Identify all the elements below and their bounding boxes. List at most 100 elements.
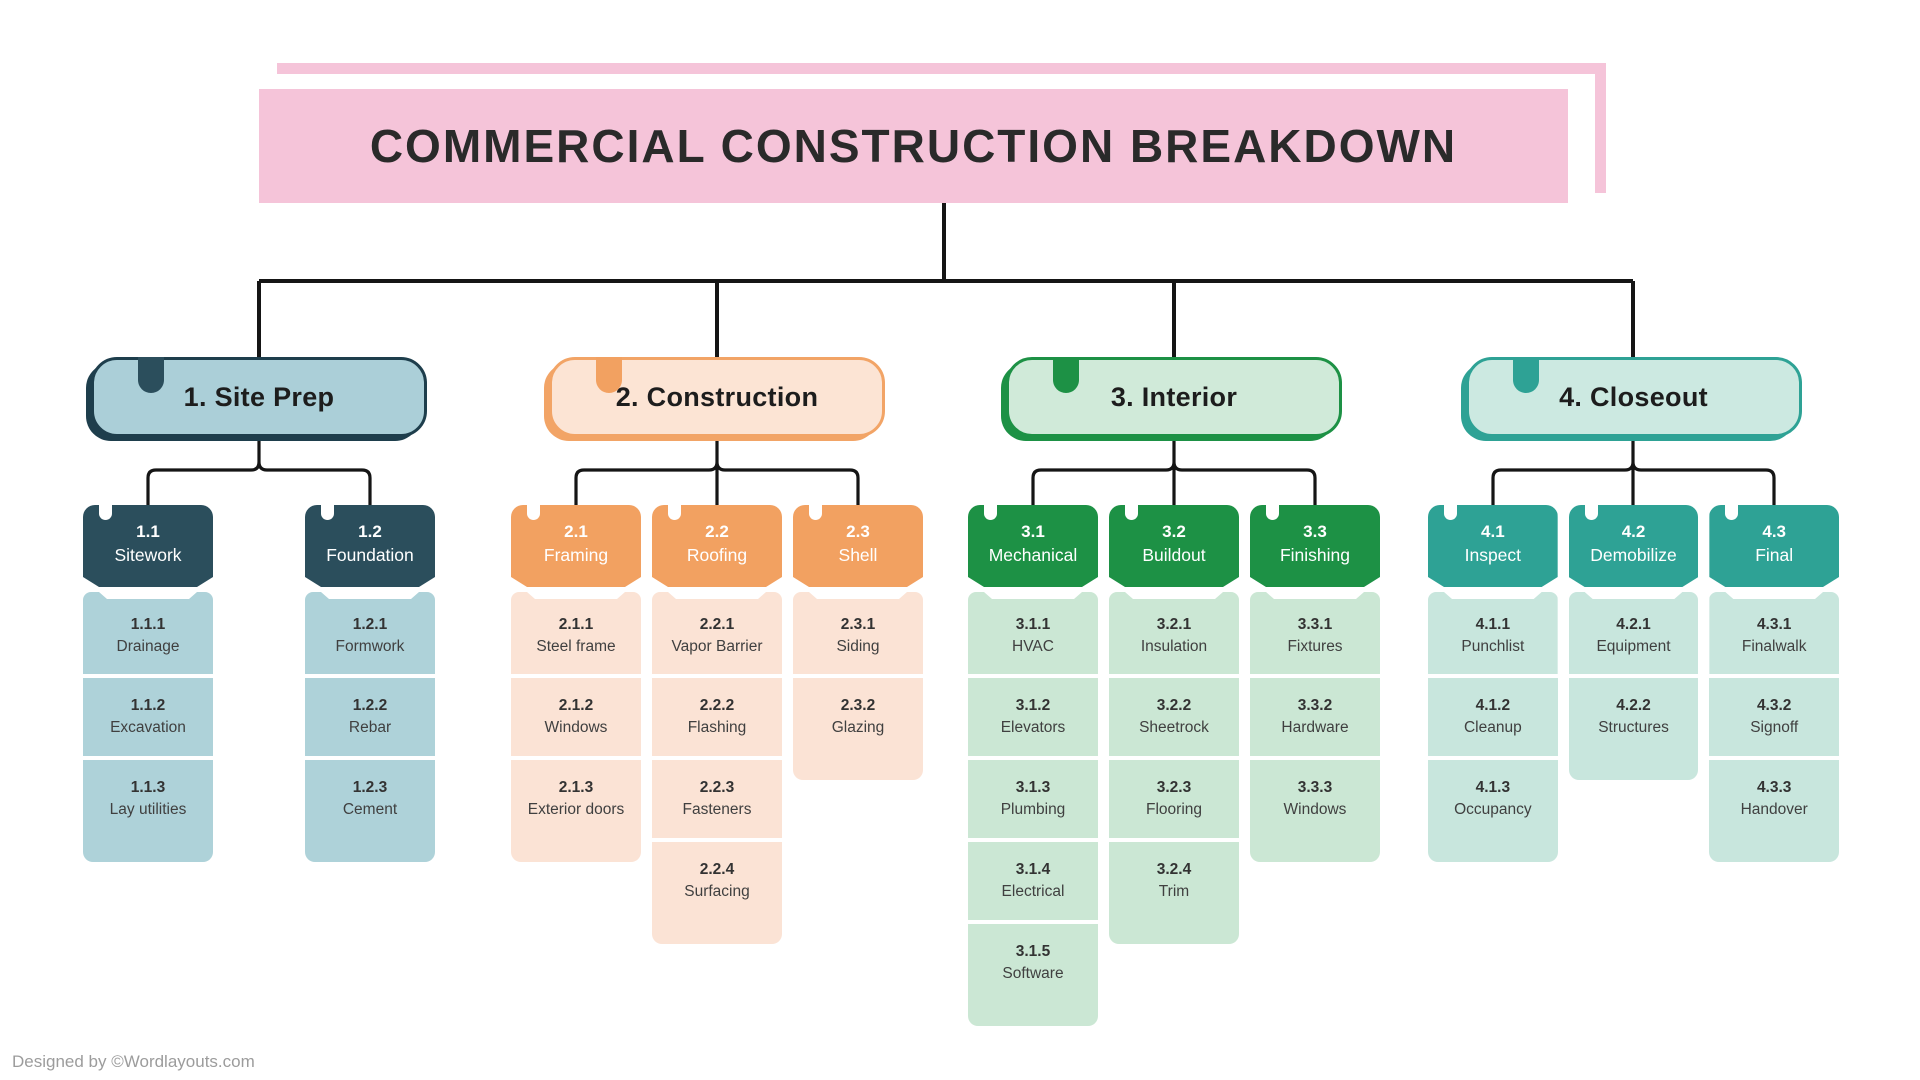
group-header: 4.3 Final bbox=[1709, 505, 1839, 587]
punch-hole-icon bbox=[321, 505, 334, 520]
punch-hole-icon bbox=[1266, 505, 1279, 520]
group-header: 3.3 Finishing bbox=[1250, 505, 1380, 587]
task-cell: 3.3.2 Hardware bbox=[1250, 678, 1380, 756]
punch-hole-icon bbox=[984, 505, 997, 520]
task-code: 4.3.1 bbox=[1756, 616, 1792, 633]
task-code: 1.1.2 bbox=[130, 697, 166, 714]
task-name: Occupancy bbox=[1454, 801, 1532, 818]
task-name: Formwork bbox=[335, 638, 405, 655]
task-cells: 2.2.1 Vapor Barrier 2.2.2 Flashing 2.2.3… bbox=[652, 592, 782, 944]
task-cell: 4.1.2 Cleanup bbox=[1428, 678, 1558, 756]
task-name: Hardware bbox=[1281, 719, 1349, 736]
group-header: 4.1 Inspect bbox=[1428, 505, 1558, 587]
wbs-group-column: 1.1 Sitework 1.1.1 Drainage 1.1.2 Excava… bbox=[83, 505, 213, 862]
task-name: Rebar bbox=[348, 719, 392, 736]
branch-columns: 2.1 Framing 2.1.1 Steel frame 2.1.2 Wind… bbox=[511, 505, 923, 944]
task-name: Drainage bbox=[116, 638, 180, 655]
task-cell: 3.1.4 Electrical bbox=[968, 842, 1098, 920]
title-banner: COMMERCIAL CONSTRUCTION BREAKDOWN bbox=[259, 89, 1568, 203]
group-name: Inspect bbox=[1464, 545, 1522, 565]
task-name: Equipment bbox=[1596, 638, 1671, 655]
task-cells: 4.1.1 Punchlist 4.1.2 Cleanup 4.1.3 Occu… bbox=[1428, 592, 1558, 862]
task-code: 4.3.3 bbox=[1756, 779, 1792, 796]
task-code: 3.1.5 bbox=[1015, 943, 1051, 960]
task-cells: 4.3.1 Finalwalk 4.3.2 Signoff 4.3.3 Hand… bbox=[1709, 592, 1840, 862]
task-cell: 1.2.2 Rebar bbox=[305, 678, 435, 756]
bookmark-tab-icon bbox=[1053, 356, 1079, 393]
punch-hole-icon bbox=[1444, 505, 1457, 520]
task-code: 2.2.4 bbox=[699, 861, 735, 878]
task-cell: 3.1.5 Software bbox=[968, 924, 1098, 1026]
credit-text: Designed by ©Wordlayouts.com bbox=[12, 1052, 255, 1071]
task-code: 4.2.1 bbox=[1616, 616, 1651, 633]
task-code: 4.2.2 bbox=[1616, 697, 1651, 714]
task-code: 4.1.2 bbox=[1475, 697, 1511, 714]
group-code: 4.3 bbox=[1762, 522, 1786, 541]
task-name: Elevators bbox=[1000, 719, 1066, 736]
task-cell: 3.2.1 Insulation bbox=[1109, 592, 1239, 674]
task-code: 3.2.2 bbox=[1156, 697, 1192, 714]
task-code: 1.2.2 bbox=[352, 697, 388, 714]
group-code: 4.1 bbox=[1481, 522, 1505, 541]
task-name: Trim bbox=[1158, 883, 1190, 900]
group-name: Buildout bbox=[1142, 545, 1206, 565]
task-name: Fasteners bbox=[682, 801, 752, 818]
group-name: Demobilize bbox=[1590, 545, 1677, 565]
task-code: 4.3.2 bbox=[1756, 697, 1792, 714]
task-cell: 4.3.3 Handover bbox=[1709, 760, 1840, 862]
task-code: 2.1.2 bbox=[558, 697, 594, 714]
punch-hole-icon bbox=[527, 505, 540, 520]
task-cell: 2.2.4 Surfacing bbox=[652, 842, 782, 944]
punch-hole-icon bbox=[99, 505, 112, 520]
task-cell: 2.3.2 Glazing bbox=[793, 678, 923, 780]
task-name: Punchlist bbox=[1461, 638, 1525, 655]
task-code: 1.2.1 bbox=[352, 616, 388, 633]
task-cell: 3.1.3 Plumbing bbox=[968, 760, 1098, 838]
task-name: Glazing bbox=[831, 719, 885, 736]
group-code: 2.2 bbox=[705, 522, 729, 541]
group-header: 2.1 Framing bbox=[511, 505, 641, 587]
task-name: Handover bbox=[1740, 801, 1808, 818]
task-code: 2.2.2 bbox=[699, 697, 735, 714]
task-name: Plumbing bbox=[1000, 801, 1066, 818]
task-code: 3.2.3 bbox=[1156, 779, 1192, 796]
task-cell: 4.2.1 Equipment bbox=[1569, 592, 1699, 674]
task-name: Finalwalk bbox=[1741, 638, 1807, 655]
task-name: Structures bbox=[1598, 719, 1669, 736]
branch1-split bbox=[146, 437, 372, 505]
task-cell: 2.1.1 Steel frame bbox=[511, 592, 641, 674]
task-name: Cement bbox=[342, 801, 398, 818]
task-cells: 1.1.1 Drainage 1.1.2 Excavation 1.1.3 La… bbox=[83, 592, 213, 862]
task-cell: 4.3.1 Finalwalk bbox=[1709, 592, 1839, 674]
task-name: Electrical bbox=[1001, 883, 1065, 900]
task-cell: 3.1.1 HVAC bbox=[968, 592, 1098, 674]
task-cell: 4.1.1 Punchlist bbox=[1428, 592, 1558, 674]
group-name: Final bbox=[1755, 545, 1794, 565]
group-code: 3.3 bbox=[1303, 522, 1327, 541]
task-cells: 2.3.1 Siding 2.3.2 Glazing bbox=[793, 592, 923, 780]
task-cells: 1.2.1 Formwork 1.2.2 Rebar 1.2.3 Cement bbox=[305, 592, 435, 862]
branch-pill: 4. Closeout bbox=[1465, 356, 1802, 437]
task-name: Exterior doors bbox=[527, 801, 625, 818]
task-name: Lay utilities bbox=[109, 801, 187, 818]
task-name: Cleanup bbox=[1463, 719, 1522, 736]
task-code: 3.1.2 bbox=[1015, 697, 1051, 714]
wbs-group-column: 3.1 Mechanical 3.1.1 HVAC 3.1.2 Elevator… bbox=[968, 505, 1098, 1026]
task-code: 2.1.3 bbox=[558, 779, 594, 796]
punch-hole-icon bbox=[809, 505, 822, 520]
task-name: Surfacing bbox=[684, 883, 750, 900]
wbs-group-column: 4.1 Inspect 4.1.1 Punchlist 4.1.2 Cleanu… bbox=[1428, 505, 1558, 862]
task-code: 3.1.4 bbox=[1015, 861, 1051, 878]
task-name: Siding bbox=[836, 638, 880, 655]
branch-interior: 3. Interior 3.1 Mechanical 3.1.1 HVAC 3.… bbox=[968, 356, 1380, 1026]
branch-pill: 1. Site Prep bbox=[91, 356, 427, 437]
task-name: Steel frame bbox=[536, 638, 616, 655]
task-name: Windows bbox=[544, 719, 608, 736]
bookmark-tab-icon bbox=[596, 356, 622, 393]
branch-label: 1. Site Prep bbox=[183, 381, 335, 412]
branch-construction: 2. Construction 2.1 Framing 2.1.1 Steel … bbox=[511, 356, 923, 944]
group-header: 1.2 Foundation bbox=[305, 505, 435, 587]
branch3-split bbox=[1031, 437, 1317, 505]
task-cell: 3.3.1 Fixtures bbox=[1250, 592, 1380, 674]
task-name: Windows bbox=[1283, 801, 1347, 818]
